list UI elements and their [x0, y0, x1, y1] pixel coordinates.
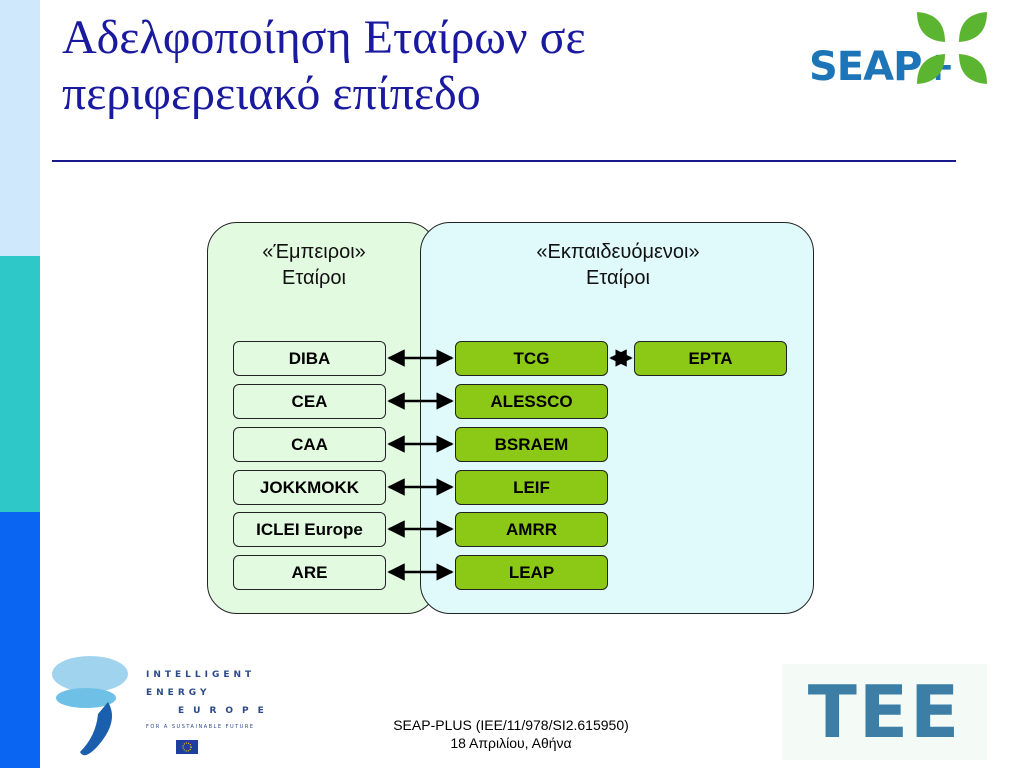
side-stripe-top — [0, 0, 40, 256]
iee-line1: INTELLIGENT — [146, 670, 256, 680]
footer-date-location: 18 Απριλίου, Αθήνα — [450, 735, 572, 751]
trainee-node-bsraem: BSRAEM — [455, 427, 608, 462]
experienced-title-line2: Εταίροι — [282, 267, 346, 289]
footer-project-code: SEAP-PLUS (IEE/11/978/SI2.615950) — [393, 717, 629, 733]
trainee-panel-title: «Εκπαιδευόμενοι» Εταίροι — [421, 239, 815, 291]
experienced-node-iclei-europe: ICLEI Europe — [233, 512, 386, 547]
seap-plus-logo: SEAP+ — [805, 6, 995, 90]
title-divider — [52, 160, 956, 162]
slide-title-line1: Αδελφοποίηση Εταίρων σε — [62, 11, 586, 64]
trainee-title-line1: «Εκπαιδευόμενοι» — [536, 241, 700, 263]
experienced-node-jokkmokk: JOKKMOKK — [233, 470, 386, 505]
iee-line2: ENERGY — [146, 688, 211, 698]
seap-leaves-icon — [917, 12, 987, 84]
experienced-node-diba: DIBA — [233, 341, 386, 376]
trainee-title-line2: Εταίροι — [586, 267, 650, 289]
trainee-node-leap: LEAP — [455, 555, 608, 590]
slide-title-line2: περιφερειακό επίπεδο — [62, 67, 481, 120]
experienced-node-are: ARE — [233, 555, 386, 590]
experienced-title-line1: «Έμπειροι» — [262, 241, 366, 263]
trainee-node-tcg: TCG — [455, 341, 608, 376]
trainee-node-amrr: AMRR — [455, 512, 608, 547]
trainee-node-leif: LEIF — [455, 470, 608, 505]
tee-logo: TEE — [782, 664, 987, 760]
experienced-node-cea: CEA — [233, 384, 386, 419]
intelligent-energy-europe-logo: INTELLIGENT ENERGY EUROPE FOR A SUSTAINA… — [50, 652, 264, 762]
tee-logo-text: TEE — [807, 670, 962, 754]
trainee-node-epta: EPTA — [634, 341, 787, 376]
footer: SEAP-PLUS (IEE/11/978/SI2.615950) 18 Απρ… — [340, 716, 682, 752]
experienced-node-caa: CAA — [233, 427, 386, 462]
side-stripe-bottom — [0, 512, 40, 768]
trainee-node-alessco: ALESSCO — [455, 384, 608, 419]
iee-line3: EUROPE — [178, 706, 273, 716]
experienced-panel-title: «Έμπειροι» Εταίροι — [208, 239, 420, 291]
slide-title: Αδελφοποίηση Εταίρων σε περιφερειακό επί… — [62, 10, 762, 122]
side-stripe-middle — [0, 256, 40, 512]
eu-flag-icon — [176, 740, 198, 754]
iee-tagline: FOR A SUSTAINABLE FUTURE — [146, 724, 255, 730]
iee-swirl-icon — [52, 656, 128, 756]
